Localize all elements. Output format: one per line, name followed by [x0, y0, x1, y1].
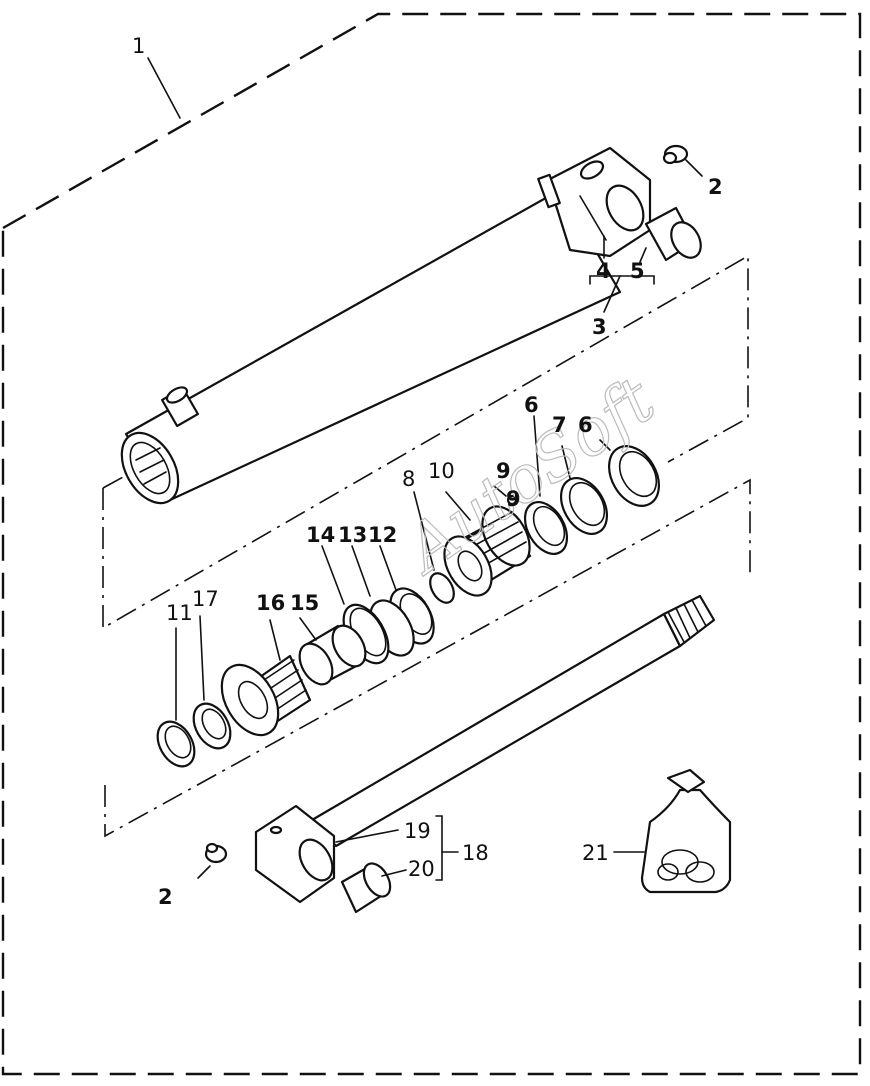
label-13: 13	[338, 523, 367, 547]
label-6-right: 6	[578, 413, 593, 437]
label-18: 18	[462, 841, 489, 865]
ring-17	[192, 615, 232, 750]
oring-8	[413, 491, 455, 604]
label-14: 14	[306, 523, 335, 547]
leaders-3-4-5	[589, 235, 655, 313]
sleeve-15	[298, 617, 367, 686]
ring-6-left	[523, 415, 569, 555]
piston-rod	[254, 594, 716, 904]
label-9-bottom: 9	[506, 487, 521, 511]
label-17: 17	[192, 587, 219, 611]
kit-leader	[147, 57, 181, 119]
grease-fitting-top	[662, 144, 703, 177]
label-1: 1	[132, 34, 145, 58]
label-2-top: 2	[708, 175, 723, 199]
wiper-11	[156, 627, 196, 768]
bushing-head	[644, 206, 702, 262]
bracket-18	[435, 815, 459, 881]
kit-boundary	[1, 12, 862, 1076]
label-3: 3	[592, 315, 607, 339]
label-4: 4	[596, 259, 611, 283]
label-5: 5	[630, 259, 645, 283]
label-11: 11	[166, 601, 193, 625]
piston-10	[443, 491, 532, 597]
label-6-left: 6	[524, 393, 539, 417]
label-10: 10	[428, 459, 455, 483]
oring-9	[493, 485, 518, 506]
gland-16	[220, 619, 312, 737]
seal-kit-bag-21	[613, 768, 732, 894]
label-12: 12	[368, 523, 397, 547]
ring-7	[559, 445, 609, 535]
grease-fitting-bottom	[197, 842, 228, 879]
label-2-bottom: 2	[158, 885, 173, 909]
label-16: 16	[256, 591, 285, 615]
alignment-planes	[102, 254, 751, 838]
label-19: 19	[404, 819, 431, 843]
label-8: 8	[402, 467, 415, 491]
label-7: 7	[552, 413, 567, 437]
ring-6-right	[599, 439, 660, 507]
label-9-top: 9	[496, 459, 511, 483]
label-21: 21	[582, 841, 609, 865]
bushing-20	[340, 862, 407, 914]
label-20: 20	[408, 857, 435, 881]
label-15: 15	[290, 591, 319, 615]
cylinder-barrel	[120, 146, 652, 505]
